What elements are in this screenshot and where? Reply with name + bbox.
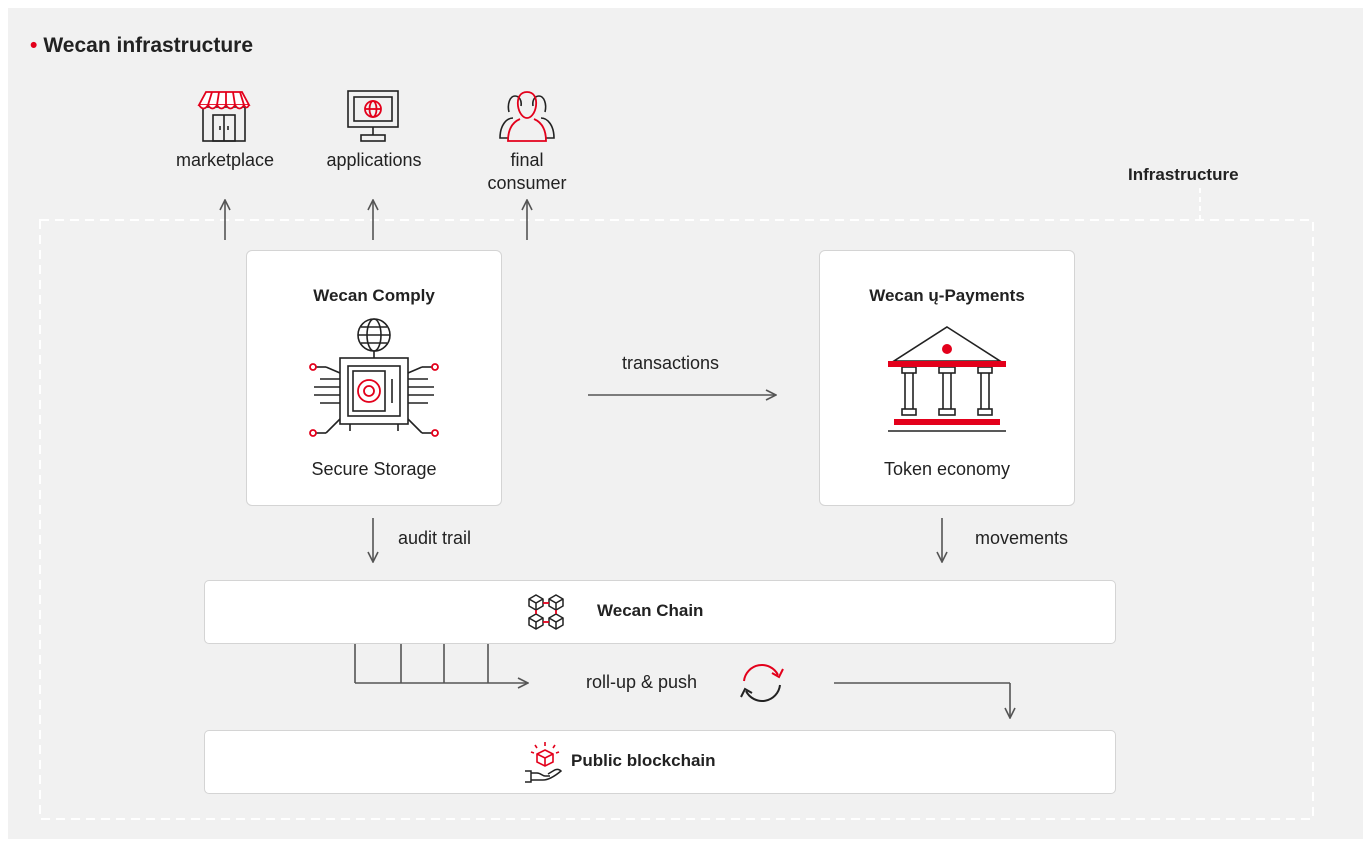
- monitor-globe-icon: [347, 90, 399, 142]
- comply-title: Wecan Comply: [313, 286, 435, 305]
- connector-layer: [39, 188, 1314, 820]
- diagram-canvas: •Wecan infrastructure: [8, 8, 1363, 839]
- audit-trail-label: audit trail: [398, 528, 472, 548]
- refresh-cycle-icon: [740, 664, 784, 702]
- payments-title: Wecan ų-Payments: [869, 286, 1025, 305]
- infrastructure-label: Infrastructure: [1128, 165, 1239, 184]
- blocks-network-icon: [528, 594, 564, 630]
- public-blockchain-bar: Public blockchain: [204, 730, 1116, 794]
- wecan-chain-label: Wecan Chain: [597, 601, 704, 620]
- page-title: •Wecan infrastructure: [30, 34, 254, 57]
- wecan-chain-bar: Wecan Chain: [204, 580, 1116, 644]
- payments-box: Wecan ų-Payments Token economy: [819, 250, 1075, 506]
- people-icon: [499, 91, 555, 142]
- arrow-to-public-blockchain: [834, 682, 1010, 718]
- rollup-label: roll-up & push: [586, 672, 698, 692]
- storefront-icon: [197, 91, 251, 142]
- infrastructure-frame: [39, 219, 1314, 820]
- consumer-final-label: final consumer: [487, 150, 567, 193]
- movements-label: movements: [975, 528, 1069, 548]
- public-blockchain-label: Public blockchain: [571, 751, 716, 770]
- secure-vault-icon: [309, 318, 439, 437]
- comply-box: Wecan Comply: [246, 250, 502, 506]
- comply-caption: Secure Storage: [311, 459, 437, 479]
- hand-cube-icon: [525, 742, 563, 783]
- page-title-text: Wecan infrastructure: [43, 34, 254, 57]
- consumer-applications-label: applications: [326, 150, 422, 170]
- transactions-label: transactions: [622, 353, 720, 373]
- bank-icon: [888, 326, 1006, 432]
- consumer-marketplace-label: marketplace: [175, 150, 275, 170]
- payments-caption: Token economy: [883, 459, 1011, 479]
- rollup-collector: [354, 644, 528, 683]
